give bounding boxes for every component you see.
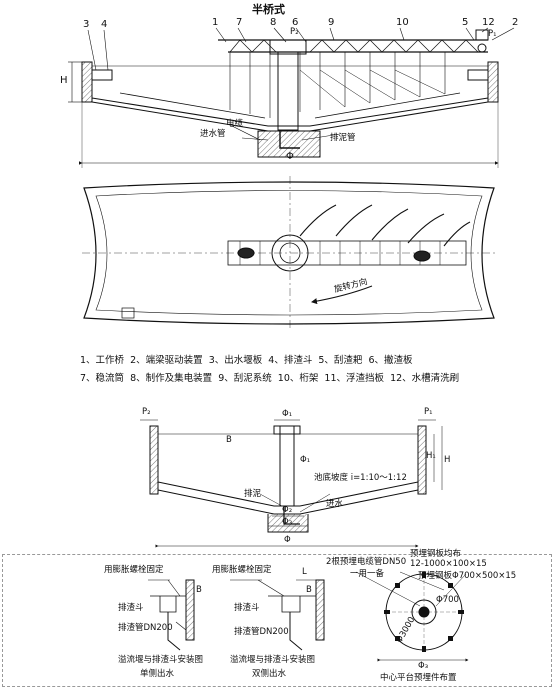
d3-plate2: 12-1000×100×15 <box>410 559 487 569</box>
plan-view <box>82 176 496 330</box>
d2-bucket: 排渣斗 <box>234 603 260 613</box>
elevation-view <box>68 27 515 168</box>
section-phi3: Φ₃ <box>282 517 293 527</box>
section-slope: 池底坡度 i=1:10～1:12 <box>314 473 407 483</box>
d3-plate3: 预埋钢板Φ700×500×15 <box>418 571 517 581</box>
legend-item: 3、出水堰板 <box>208 355 263 366</box>
d3-d700: Φ700 <box>436 595 459 605</box>
d2-caption1: 溢流堰与排渣斗安装图 <box>230 655 316 665</box>
legend-item: 11、浮渣挡板 <box>324 373 385 384</box>
callout-2: 2 <box>512 17 519 28</box>
d1-caption1: 溢流堰与排渣斗安装图 <box>118 655 204 665</box>
legend-item: 12、水槽清洗刷 <box>390 373 460 384</box>
d2-b: B <box>306 585 312 595</box>
legend-row-2: 7、稳流筒 8、制作及集电装置 9、刮泥系统 10、桁架 11、浮渣挡板 12、… <box>80 372 459 385</box>
section-view <box>140 419 443 548</box>
d3-phi3: Φ₃ <box>418 661 429 671</box>
d3-plate1: 预埋钢板均布 <box>410 549 462 559</box>
legend-item: 2、端梁驱动装置 <box>130 355 203 366</box>
section-phi1-top: Φ₁ <box>282 409 293 419</box>
d1-pipe: 排渣管DN200 <box>118 623 173 633</box>
section-sludge: 排泥 <box>244 489 262 499</box>
phi-label: Φ <box>286 151 294 162</box>
section-inflow: 进水 <box>326 499 344 509</box>
d1-caption2: 单侧出水 <box>140 669 175 679</box>
section-h: H <box>444 455 451 465</box>
detail-views <box>148 571 469 662</box>
section-phi: Φ <box>284 535 291 545</box>
legend-item: 4、排渣斗 <box>268 355 313 366</box>
legend-item: 1、工作桥 <box>80 355 125 366</box>
top-view-title: 半桥式 <box>252 3 285 16</box>
legend-item: 6、撇渣板 <box>368 355 413 366</box>
callout-1: 1 <box>212 17 219 28</box>
legend-item: 7、稳流筒 <box>80 373 125 384</box>
p2-label: P₂ <box>290 27 299 37</box>
d1-b: B <box>196 585 202 595</box>
d2-anchor: 用膨胀螺栓固定 <box>212 565 272 575</box>
callout-8: 8 <box>270 17 277 28</box>
d3-caption: 中心平台预埋件布置 <box>380 673 457 683</box>
d2-caption2: 双侧出水 <box>252 669 287 679</box>
section-p1: P₁ <box>424 407 433 417</box>
legend-item: 10、桁架 <box>277 373 319 384</box>
callout-9: 9 <box>328 17 335 28</box>
callout-6: 6 <box>292 17 299 28</box>
section-h1: H₁ <box>426 451 436 461</box>
legend-item: 8、制作及集电装置 <box>130 373 213 384</box>
callout-7: 7 <box>236 17 243 28</box>
section-b: B <box>226 435 232 445</box>
d1-anchor: 用膨胀螺栓固定 <box>104 565 164 575</box>
section-phi2: Φ₂ <box>282 505 293 515</box>
d3-cable-pipe: 2根预埋电缆管DN50 <box>326 557 407 567</box>
water-inlet-label: 进水管 <box>200 129 226 139</box>
details-frame <box>2 554 552 687</box>
callout-10: 10 <box>396 17 409 28</box>
legend-item: 5、刮渣耙 <box>318 355 363 366</box>
legend-item: 9、刮泥系统 <box>218 373 272 384</box>
d3-cable-pipe2: 一用一备 <box>350 569 385 579</box>
section-phi1: Φ₁ <box>300 455 311 465</box>
callout-3: 3 <box>83 19 90 30</box>
callout-12: 12 <box>482 17 495 28</box>
sludge-pipe-label: 排泥管 <box>330 133 356 143</box>
d2-pipe: 排渣管DN200 <box>234 627 289 637</box>
legend-row-1: 1、工作桥 2、端梁驱动装置 3、出水堰板 4、排渣斗 5、刮渣耙 6、撇渣板 <box>80 354 413 367</box>
p1-label: P₁ <box>488 29 497 39</box>
d1-bucket: 排渣斗 <box>118 603 144 613</box>
callout-5: 5 <box>462 17 469 28</box>
cable-label: 电缆 <box>226 119 244 129</box>
d2-l: L <box>302 567 307 577</box>
h-label: H <box>60 75 68 86</box>
section-p2: P₂ <box>142 407 151 417</box>
callout-4: 4 <box>101 19 108 30</box>
